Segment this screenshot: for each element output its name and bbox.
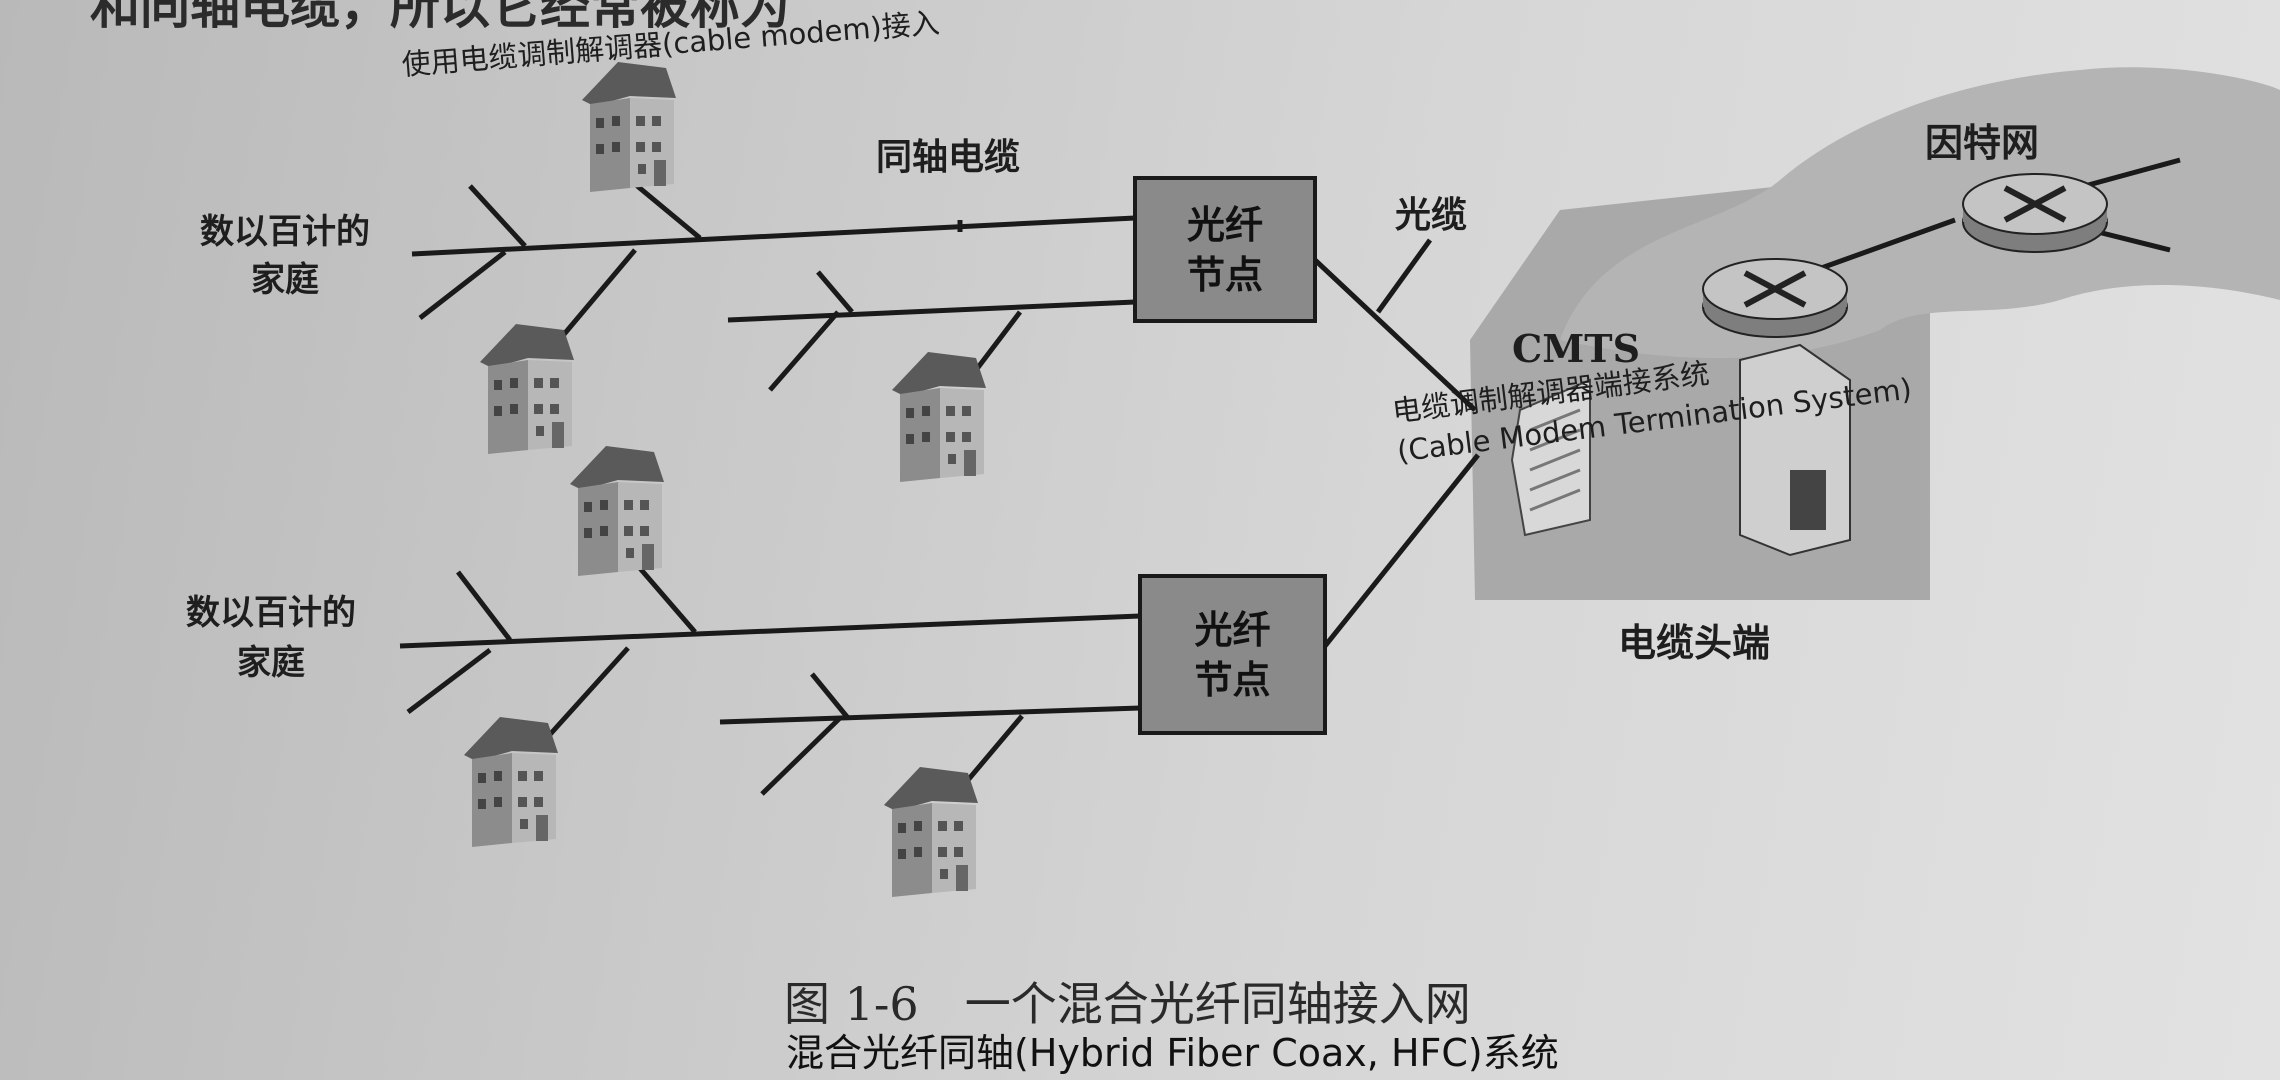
label-coax: 同轴电缆 xyxy=(876,137,1021,178)
figure-caption: 图 1-6 一个混合光纤同轴接入网 xyxy=(784,977,1471,1031)
label-homes-bottom-line2: 家庭 xyxy=(237,643,305,683)
house-icon xyxy=(892,352,986,482)
label-fiber: 光缆 xyxy=(1395,195,1468,236)
house-icon xyxy=(884,767,978,897)
label-homes-bottom-line1: 数以百计的 xyxy=(186,593,356,633)
label-homes-bottom: 数以百计的 家庭 xyxy=(186,588,356,688)
house-icon xyxy=(582,62,676,192)
house-icon xyxy=(464,717,558,847)
fiber-node-bottom-label: 光纤 节点 xyxy=(1140,605,1325,705)
cmts-rack xyxy=(1510,378,1591,537)
coax-cables-bottom xyxy=(399,564,1141,796)
server-tower xyxy=(1739,343,1851,557)
fiber-node-top-line2: 节点 xyxy=(1186,253,1263,297)
house-icon xyxy=(570,446,664,576)
annotation-hfc: 混合光纤同轴(Hybrid Fiber Coax, HFC)系统 xyxy=(786,1031,1559,1075)
label-homes-top: 数以百计的 家庭 xyxy=(200,208,370,304)
fiber-cables xyxy=(1313,157,2181,648)
house-icon xyxy=(480,324,574,454)
label-homes-top-line1: 数以百计的 xyxy=(200,212,370,252)
fiber-node-bottom xyxy=(1138,574,1327,735)
fiber-node-bottom-line1: 光纤 xyxy=(1194,608,1271,652)
label-homes-top-line2: 家庭 xyxy=(251,260,319,300)
top-cut-text: 和同轴电缆，所以它经常被称为 xyxy=(90,0,790,35)
fiber-node-top-line1: 光纤 xyxy=(1186,203,1263,247)
fiber-node-top-label: 光纤 节点 xyxy=(1135,200,1315,300)
fiber-node-top xyxy=(1133,176,1317,323)
router-headend xyxy=(1703,259,1847,337)
fiber-node-bottom-line2: 节点 xyxy=(1194,658,1271,702)
router-internet xyxy=(1963,174,2107,252)
label-internet: 因特网 xyxy=(1925,121,2040,165)
label-cmts: CMTS xyxy=(1512,326,1641,371)
label-headend: 电缆头端 xyxy=(1618,621,1771,665)
